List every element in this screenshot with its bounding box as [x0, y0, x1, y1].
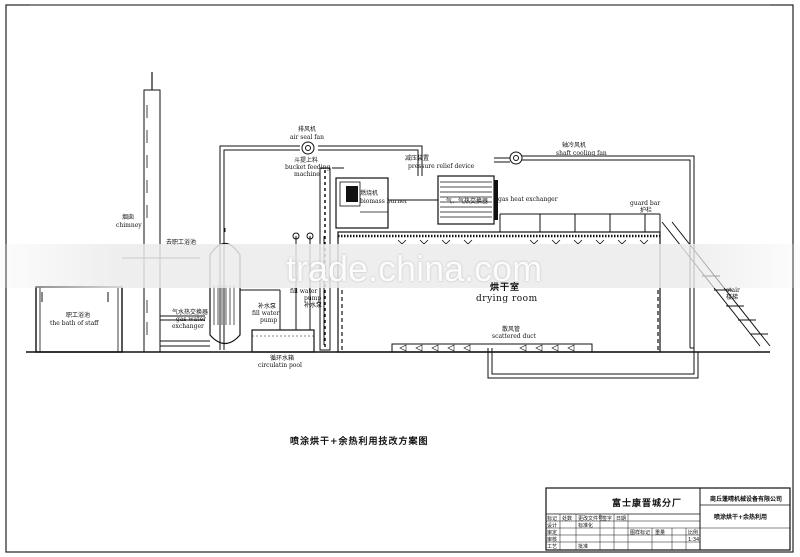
tb-cell-drawing-mark: 图样标记	[630, 530, 651, 536]
tb-cell-design: 设计	[547, 523, 558, 529]
shaft-cooling-fan-label-en: shaft cooling fan	[556, 150, 607, 157]
title-block-drawing-name: 喷涂烘干+余热利用	[714, 514, 768, 521]
tb-cell-weight: 重量	[655, 530, 666, 536]
chimney-label-en: chimney	[116, 222, 142, 229]
fill-pump-label-en1: fill water	[252, 310, 280, 317]
tb-cell-date: 日期	[616, 516, 627, 522]
title-block-designer-company: 商丘蓬晴机械设备有限公司	[710, 496, 783, 503]
tb-cell-scale-value: 1:34	[688, 537, 700, 543]
tb-cell-approve: 批准	[578, 544, 589, 550]
gas-water-exchanger-label-en1: gas water	[176, 316, 206, 323]
tb-cell-review: 审核	[547, 537, 558, 543]
scheme-title: 喷涂烘干+余热利用技改方案图	[290, 437, 429, 447]
air-seal-fan-label-cn: 排风机	[298, 126, 317, 133]
gas-water-exchanger-label-cn: 气水热交换器	[172, 309, 209, 316]
burner-label-cn: 燃烧机	[360, 190, 379, 197]
guard-bar-platform	[499, 213, 661, 232]
fill-pump-label-cn: 补水泵	[258, 303, 277, 310]
chimney	[143, 72, 161, 353]
circulation-pool	[251, 329, 315, 353]
tb-cell-process: 工艺	[547, 544, 558, 550]
bucket-feeding-label-en2: machine	[294, 171, 320, 178]
tb-cell-change-doc: 更改文件号	[578, 516, 604, 522]
tb-cell-count: 处数	[562, 516, 573, 522]
staff-bath-label-en: the bath of staff	[50, 320, 99, 327]
drying-room-label-cn: 烘干室	[490, 283, 521, 293]
drying-room-label-en: drying room	[476, 294, 538, 304]
exhaust-duct	[160, 228, 226, 347]
scattered-duct-label-en: scattered duct	[492, 333, 537, 340]
staff-bath-label-cn: 职工浴池	[66, 312, 91, 319]
bucket-feeding-label-en1: bucket feeding	[285, 164, 331, 171]
tb-cell-approve-final: 审定	[547, 530, 558, 536]
watermark-band	[0, 244, 800, 288]
tb-cell-scale-label: 比例	[688, 530, 699, 536]
shaft-cooling-fan-label-cn: 轴冷风机	[562, 142, 587, 149]
stair-label-cn: 楼梯	[726, 294, 739, 301]
fill-pump-label-en2: pump	[260, 317, 278, 324]
burner-label-en: biomass burner	[360, 198, 408, 205]
tb-cell-mark: 标记	[547, 516, 558, 522]
pressure-relief-label-en: pressure relief device	[408, 163, 475, 170]
fill-water-pump-label-en1: fill water	[290, 288, 318, 295]
gas-water-exchanger	[209, 242, 241, 345]
to-staff-bath-label-cn: 去职工浴池	[166, 239, 197, 246]
fill-water-pump-label-cn: 补水泵	[304, 302, 323, 309]
stair-label-en: stair	[726, 287, 740, 294]
scattered-duct	[391, 343, 593, 353]
gas-water-exchanger-label-en2: exchanger	[172, 323, 204, 330]
watermark-text: trade.china.com	[286, 248, 543, 289]
air-seal-fan-label-en: air seal fan	[290, 134, 324, 141]
title-block-grid	[545, 487, 791, 551]
circulation-pool-label-cn: 循环水箱	[270, 355, 295, 362]
scattered-duct-label-cn: 散风管	[502, 326, 521, 333]
pressure-relief-label-cn: 减压装置	[405, 155, 430, 162]
bucket-feeding-label-cn: 斗提上料	[294, 157, 319, 164]
guard-bar-label-cn: 护栏	[640, 207, 653, 214]
chimney-label-cn: 烟囱	[122, 214, 135, 221]
gas-heat-exchanger-label-en: gas heat exchanger	[498, 196, 558, 203]
tb-cell-standardization: 标准化	[578, 523, 594, 529]
tb-cell-sign: 签字	[602, 516, 613, 522]
biomass-burner	[335, 177, 389, 229]
circulation-pool-label-en: circulatin pool	[258, 362, 302, 369]
guard-bar-label-en: guard bar	[630, 200, 661, 207]
title-block-company: 富士康晋城分厂	[612, 499, 683, 509]
gas-heat-exchanger-label-cn: 气、气热交换器	[446, 198, 489, 205]
gas-heat-exchanger	[388, 175, 498, 225]
fill-water-pump-label-en2: pump	[304, 295, 322, 302]
